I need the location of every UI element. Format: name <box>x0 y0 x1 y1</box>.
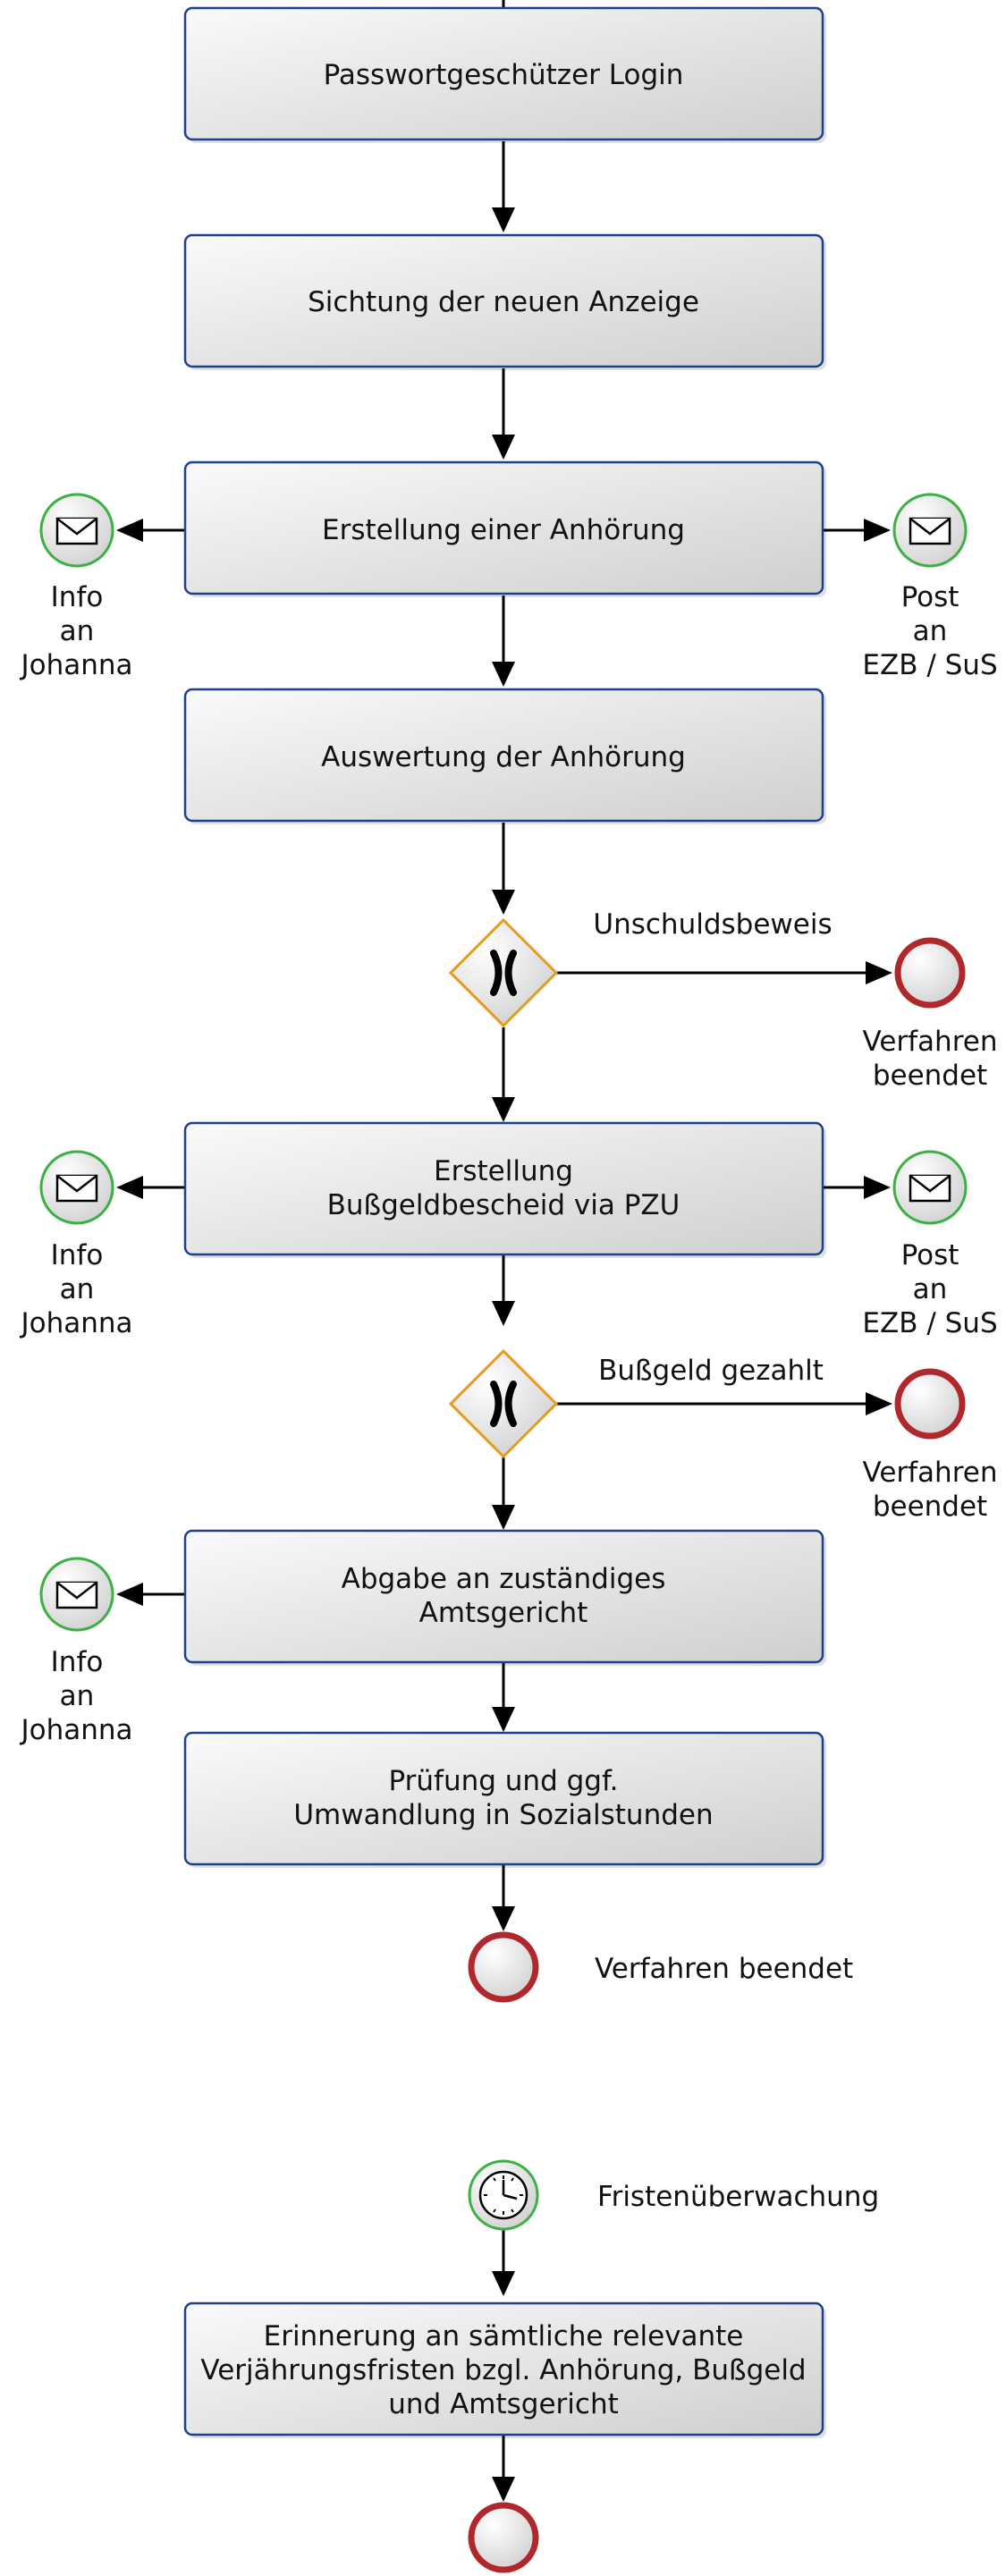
gateway-x-icon <box>490 950 517 996</box>
message-event-info-3[interactable] <box>39 1557 114 1632</box>
task-erinnerung[interactable]: Erinnerung an sämtliche relevante Verjäh… <box>183 2302 826 2438</box>
message-label: an <box>913 615 948 647</box>
flow-label-bussgeld-gezahlt: Bußgeld gezahlt <box>598 1355 824 1387</box>
end-event-bussgeld[interactable] <box>894 1368 966 1440</box>
message-label: an <box>60 615 95 647</box>
envelope-icon <box>55 1581 98 1609</box>
clock-icon <box>478 2170 528 2220</box>
message-label: Info <box>51 581 104 613</box>
end-event-label: beendet <box>873 1491 987 1523</box>
end-event-label: beendet <box>873 1060 987 1092</box>
message-label: an <box>913 1273 948 1305</box>
task-label-line-1: Erstellung <box>434 1155 573 1187</box>
message-label: Info <box>51 1239 104 1271</box>
end-event-label: Verfahren beendet <box>595 1953 853 1985</box>
task-sichtung[interactable]: Sichtung der neuen Anzeige <box>183 233 826 370</box>
sequence-flows <box>143 0 866 2477</box>
message-label: Post <box>901 581 960 613</box>
task-label-line-1: Abgabe an zuständiges <box>342 1563 666 1595</box>
task-label-line-2: Verjährungsfristen bzgl. Anhörung, Bußge… <box>200 2354 806 2386</box>
message-label: an <box>60 1680 95 1712</box>
end-event-label: Verfahren <box>863 1457 998 1489</box>
task-bussgeldbescheid[interactable]: Erstellung Bußgeldbescheid via PZU <box>183 1121 826 1258</box>
gateway-bussgeld[interactable] <box>448 1348 559 1459</box>
task-label-line-2: Amtsgericht <box>419 1597 588 1629</box>
task-label: Auswertung der Anhörung <box>321 741 686 773</box>
task-label-line-1: Erinnerung an sämtliche relevante <box>264 2320 744 2352</box>
task-label: Passwortgeschützer Login <box>324 59 684 91</box>
task-label-line-3: und Amtsgericht <box>388 2388 619 2420</box>
envelope-icon <box>55 517 98 545</box>
message-label: an <box>60 1273 95 1305</box>
timer-start-event[interactable] <box>468 2159 539 2231</box>
message-event-info-1[interactable] <box>39 493 114 568</box>
end-event-unschuld[interactable] <box>894 937 966 1009</box>
task-login[interactable]: Passwortgeschützer Login <box>183 6 826 143</box>
message-label: Post <box>901 1239 960 1271</box>
task-pruefung[interactable]: Prüfung und ggf. Umwandlung in Sozialstu… <box>183 1731 826 1868</box>
message-label: EZB / SuS <box>862 1307 997 1339</box>
message-label: Info <box>51 1646 104 1678</box>
gateway-x-icon <box>490 1381 517 1427</box>
task-label-line-2: Bußgeldbescheid via PZU <box>327 1189 681 1221</box>
end-event-fristen[interactable] <box>468 2502 539 2573</box>
task-label: Sichtung der neuen Anzeige <box>308 286 699 318</box>
gateway-unschuld[interactable] <box>448 917 559 1028</box>
message-label: Johanna <box>19 1307 132 1339</box>
flow-label-unschuldsbeweis: Unschuldsbeweis <box>593 908 832 941</box>
message-label: Johanna <box>19 649 132 681</box>
envelope-icon <box>55 1174 98 1203</box>
flow-arrowheads <box>116 207 892 2502</box>
end-event-label: Verfahren <box>863 1026 998 1058</box>
timer-label: Fristenüberwachung <box>597 2181 879 2213</box>
message-label: Johanna <box>19 1714 132 1746</box>
message-event-post-2[interactable] <box>892 1150 968 1225</box>
task-auswertung[interactable]: Auswertung der Anhörung <box>183 688 826 824</box>
envelope-icon <box>909 1174 951 1203</box>
task-label-line-1: Prüfung und ggf. <box>389 1765 619 1797</box>
message-event-post-1[interactable] <box>892 493 968 568</box>
message-event-info-2[interactable] <box>39 1150 114 1225</box>
end-event-main[interactable] <box>468 1931 539 2003</box>
envelope-icon <box>909 517 951 545</box>
task-label: Erstellung einer Anhörung <box>322 514 685 546</box>
task-label-line-2: Umwandlung in Sozialstunden <box>293 1799 713 1831</box>
task-abgabe-amtsgericht[interactable]: Abgabe an zuständiges Amtsgericht <box>183 1529 826 1666</box>
message-label: EZB / SuS <box>862 649 997 681</box>
task-anhoerung[interactable]: Erstellung einer Anhörung <box>183 460 826 597</box>
